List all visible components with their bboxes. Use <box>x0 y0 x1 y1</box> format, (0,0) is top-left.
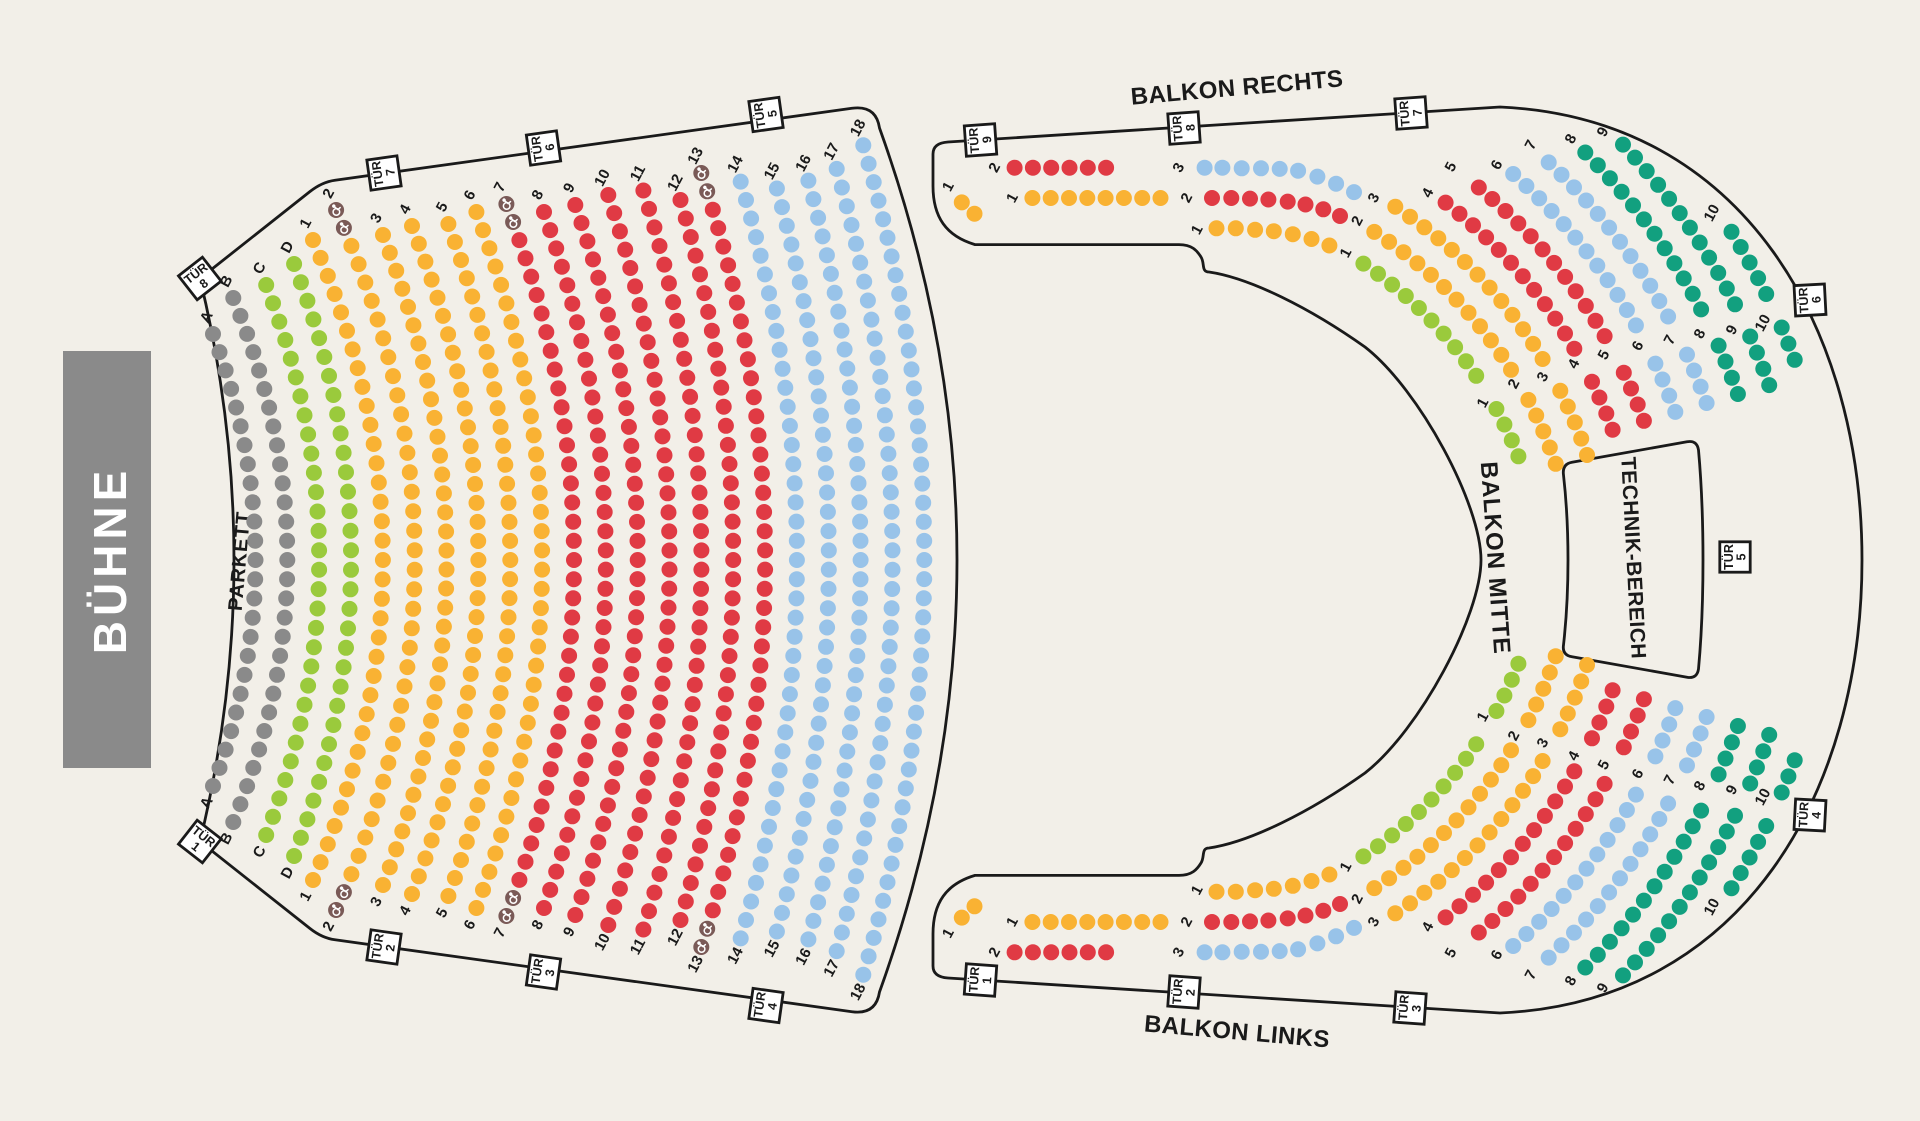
svg-text:13: 13 <box>684 953 707 976</box>
svg-text:1: 1 <box>980 976 994 984</box>
svg-text:7: 7 <box>383 168 398 177</box>
svg-text:10: 10 <box>1701 202 1724 225</box>
svg-text:15: 15 <box>761 937 784 960</box>
svg-text:TÜR: TÜR <box>750 991 768 1019</box>
svg-text:3: 3 <box>1409 1004 1423 1012</box>
svg-text:18: 18 <box>847 117 870 140</box>
svg-text:TÜR: TÜR <box>965 127 982 154</box>
svg-text:6: 6 <box>1809 296 1823 304</box>
svg-text:18: 18 <box>847 981 870 1004</box>
svg-text:BÜHNE: BÜHNE <box>84 466 136 655</box>
svg-text:2: 2 <box>1183 988 1197 996</box>
svg-text:TÜR: TÜR <box>1395 994 1412 1021</box>
svg-text:10: 10 <box>591 167 614 190</box>
svg-text:4: 4 <box>765 1002 780 1011</box>
svg-text:17: 17 <box>820 140 843 163</box>
svg-text:16: 16 <box>792 945 815 968</box>
svg-text:TÜR: TÜR <box>1396 100 1413 127</box>
svg-text:10: 10 <box>1752 786 1775 809</box>
svg-text:10: 10 <box>591 931 614 954</box>
svg-text:2: 2 <box>383 943 398 952</box>
svg-text:TÜR: TÜR <box>1169 978 1186 1005</box>
svg-text:5: 5 <box>1735 553 1749 560</box>
svg-text:11: 11 <box>627 936 649 958</box>
svg-text:7: 7 <box>1410 109 1424 117</box>
svg-text:TÜR: TÜR <box>528 957 546 985</box>
svg-text:TÜR: TÜR <box>750 102 768 130</box>
svg-text:TÜR: TÜR <box>1795 801 1811 827</box>
svg-text:15: 15 <box>761 160 784 183</box>
svg-text:8: 8 <box>1183 124 1197 132</box>
svg-text:TÜR: TÜR <box>1721 544 1736 570</box>
svg-text:TÜR: TÜR <box>1169 115 1186 142</box>
svg-text:13: 13 <box>684 145 707 168</box>
svg-text:TÜR: TÜR <box>368 932 386 960</box>
svg-text:10: 10 <box>1701 896 1724 919</box>
svg-text:10: 10 <box>1752 312 1775 335</box>
svg-text:TÜR: TÜR <box>528 135 546 163</box>
svg-text:5: 5 <box>765 109 780 118</box>
svg-text:16: 16 <box>792 152 815 175</box>
svg-text:3: 3 <box>543 968 558 977</box>
svg-text:TÜR: TÜR <box>1795 287 1811 313</box>
svg-text:TÜR: TÜR <box>368 160 386 188</box>
svg-text:11: 11 <box>627 162 649 184</box>
svg-text:12: 12 <box>664 926 687 949</box>
svg-text:12: 12 <box>664 171 687 194</box>
svg-text:14: 14 <box>724 152 747 175</box>
svg-text:9: 9 <box>980 136 994 144</box>
svg-text:17: 17 <box>820 957 843 980</box>
svg-text:TÜR: TÜR <box>965 966 982 993</box>
svg-text:4: 4 <box>1809 811 1823 819</box>
svg-text:14: 14 <box>724 944 747 967</box>
svg-text:6: 6 <box>543 143 558 152</box>
